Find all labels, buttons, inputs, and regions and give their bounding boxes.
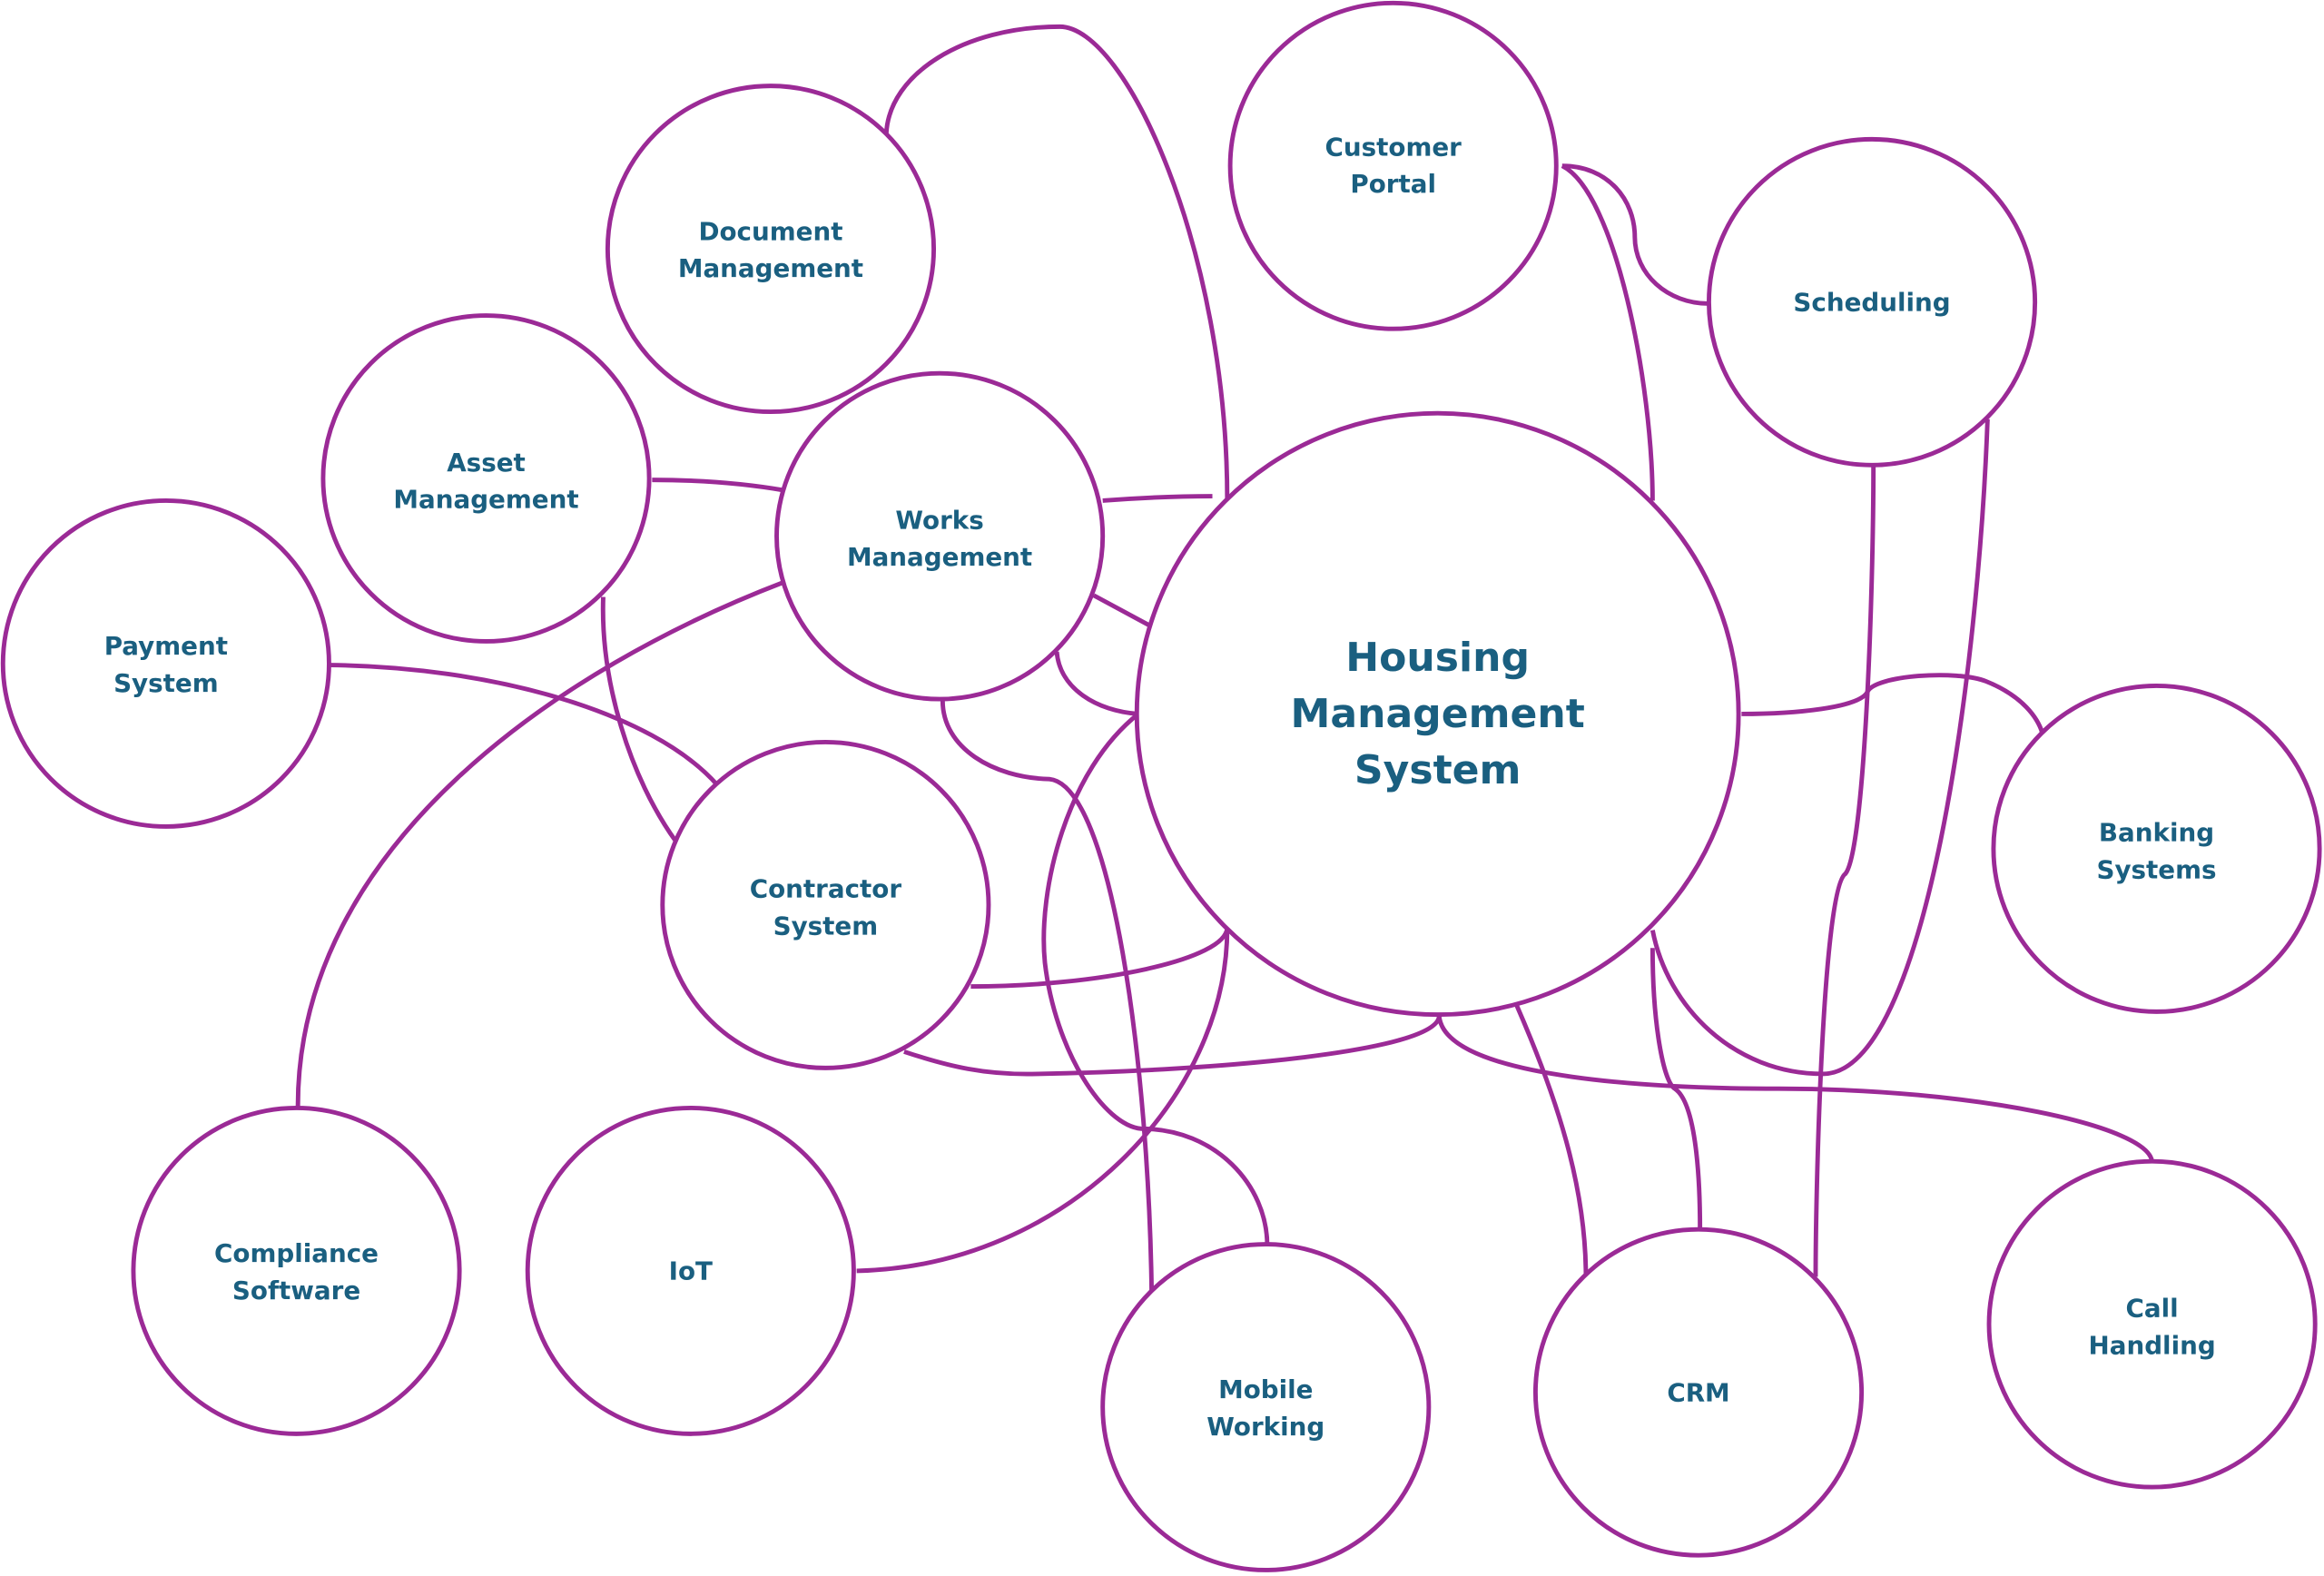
edge-scheduling-hms (1650, 419, 1990, 1077)
svg-text:CRM: CRM (1667, 1377, 1729, 1407)
node-label: Banking (2099, 818, 2214, 848)
edge-hms-crm-2 (1649, 948, 1703, 1230)
svg-text:Scheduling: Scheduling (1793, 288, 1950, 318)
node-label: System (1354, 747, 1521, 793)
node-label: Systems (2096, 855, 2216, 885)
edge-works-hms-2 (1092, 593, 1153, 629)
edge-works-hms (1102, 494, 1213, 503)
node-label: Portal (1350, 169, 1436, 199)
edge-customer-hms (1561, 163, 1655, 501)
edge-asset-works (652, 478, 785, 493)
edge-document-hms (883, 24, 1230, 499)
node-label: IoT (669, 1256, 713, 1286)
node-label: Working (1206, 1412, 1324, 1442)
edge-scheduling-crm (1813, 465, 1876, 1277)
node-label: Software (232, 1276, 360, 1305)
node-label: Customer (1325, 132, 1462, 162)
edge-contractor-call (903, 1015, 2155, 1164)
node-label: Compliance (214, 1238, 379, 1268)
node-label: Management (847, 542, 1032, 572)
node-crm: CRM (1532, 1226, 1865, 1558)
node-label: Document (698, 216, 842, 246)
node-label: Contractor (750, 874, 902, 904)
edge-works-mobile (940, 700, 1155, 1292)
edge-asset-contractor (600, 596, 678, 843)
node-label: Works (895, 505, 983, 535)
node-label: System (773, 911, 879, 941)
node-scheduling: Scheduling (1707, 136, 2038, 468)
node-label: Management (393, 485, 578, 515)
edge-customer-scheduling (1561, 163, 1709, 306)
node-label: Management (678, 253, 863, 283)
edge-works-compliance (295, 579, 785, 1108)
node-label: Mobile (1218, 1374, 1313, 1404)
edge-works-hms-3 (1054, 651, 1139, 716)
edge-hms-mobile (1041, 712, 1270, 1246)
node-label: Asset (447, 448, 526, 478)
edge-iot-hms (856, 928, 1230, 1274)
node-label: Housing (1345, 635, 1530, 681)
connectors (295, 24, 2155, 1292)
edge-contractor-hms (970, 926, 1230, 990)
node-label: Management (1291, 691, 1585, 737)
svg-text:IoT: IoT (669, 1256, 713, 1286)
node-label: Payment (104, 631, 228, 661)
node-label: Handling (2089, 1330, 2216, 1360)
node-label: CRM (1667, 1377, 1729, 1407)
node-iot: IoT (525, 1105, 856, 1436)
node-label: Scheduling (1793, 288, 1950, 318)
node-label: Call (2126, 1293, 2179, 1323)
edge-hms-crm (1513, 1003, 1589, 1277)
edge-hms-banking (1741, 673, 2045, 734)
node-label: System (113, 668, 219, 698)
